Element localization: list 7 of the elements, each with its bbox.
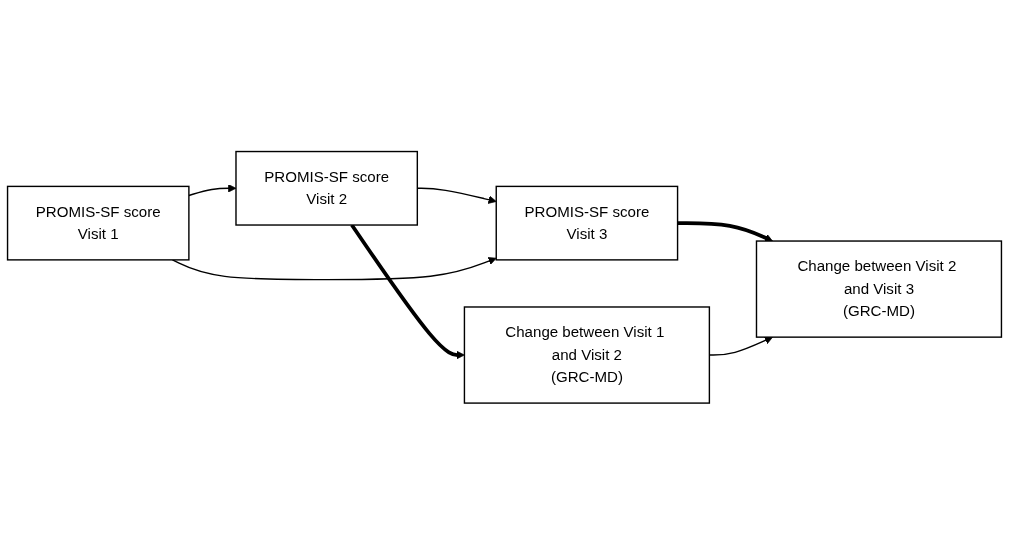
node-box: Change between Visit 2 and Visit 3 (GRC-MD)	[755, 240, 1003, 339]
node-box: PROMIS-SF score Visit 3	[495, 185, 679, 261]
node-box: Change between Visit 1 and Visit 2 (GRC-MD)	[463, 306, 711, 404]
arrow	[677, 221, 773, 242]
arrow	[350, 224, 465, 360]
node-box: PROMIS-SF score Visit 1	[6, 185, 190, 261]
node-box: PROMIS-SF score Visit 2	[235, 151, 419, 226]
